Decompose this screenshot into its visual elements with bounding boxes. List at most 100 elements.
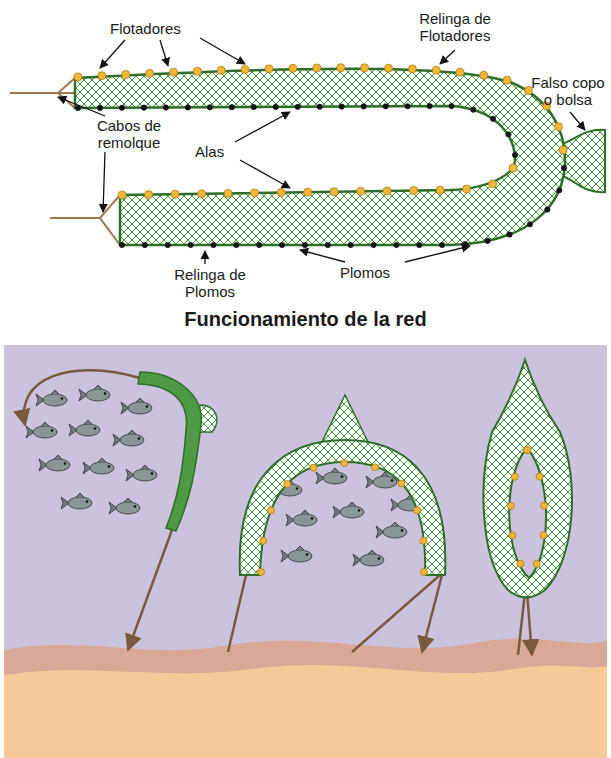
- float: [555, 123, 563, 131]
- float: [456, 68, 464, 76]
- lead-weight: [325, 242, 330, 247]
- float: [118, 191, 126, 199]
- lead-weight: [462, 242, 467, 247]
- tow-rope: [50, 195, 120, 245]
- lead-weight: [348, 242, 353, 247]
- lead-weight: [185, 105, 190, 110]
- tow-rope: [24, 370, 140, 425]
- float: [145, 191, 153, 199]
- float: [98, 72, 106, 80]
- float: [341, 460, 348, 467]
- float: [224, 189, 232, 197]
- part-label: Falso copo o bolsa: [529, 74, 607, 108]
- float: [524, 447, 531, 454]
- lead-weight: [273, 104, 278, 109]
- float: [337, 64, 345, 72]
- net: [138, 372, 201, 531]
- lead-weight: [440, 242, 445, 247]
- float: [258, 569, 265, 576]
- float: [384, 64, 392, 72]
- lead-weight: [141, 105, 146, 110]
- float: [509, 164, 517, 172]
- float: [511, 473, 518, 480]
- lead-weight: [339, 104, 344, 109]
- part-label: Alas: [195, 143, 240, 160]
- tow-rope: [518, 592, 532, 655]
- float: [171, 190, 179, 198]
- lead-weight: [163, 105, 168, 110]
- lead-weight: [557, 188, 562, 193]
- lead-weight: [561, 165, 566, 170]
- leader-line: [58, 38, 585, 264]
- net-bag: [320, 395, 370, 446]
- lead-weight: [317, 104, 322, 109]
- lead-weight: [490, 116, 495, 121]
- part-label: Relinga de Plomos: [160, 266, 260, 300]
- lead-weight: [449, 103, 454, 108]
- lead-weight: [257, 242, 262, 247]
- lead-weight: [229, 105, 234, 110]
- tow-rope: [128, 530, 172, 650]
- fish-school: [26, 385, 422, 566]
- float: [260, 537, 267, 544]
- float: [310, 464, 317, 471]
- float: [372, 464, 379, 471]
- tow-rope: [10, 92, 58, 94]
- lead-weight: [279, 242, 284, 247]
- net: [240, 440, 446, 575]
- float: [383, 187, 391, 195]
- float: [361, 64, 369, 72]
- part-label: Plomos: [340, 264, 420, 281]
- float: [421, 569, 428, 576]
- lead-weight: [295, 104, 300, 109]
- float: [193, 67, 201, 75]
- float: [169, 68, 177, 76]
- lead-weight: [405, 104, 410, 109]
- lead-weight: [427, 104, 432, 109]
- float: [414, 507, 421, 514]
- tow-rope: [228, 575, 442, 652]
- lead-weight: [207, 105, 212, 110]
- float: [524, 447, 531, 454]
- float: [503, 76, 511, 84]
- part-label: Relinga de Flotadores: [405, 10, 505, 44]
- float: [241, 66, 249, 74]
- water: [4, 345, 607, 758]
- lead-weight: [527, 222, 532, 227]
- lead-weight: [506, 132, 511, 137]
- float: [289, 64, 297, 72]
- lead-weight: [188, 242, 193, 247]
- float: [217, 66, 225, 74]
- lead-weight: [507, 232, 512, 237]
- float: [536, 473, 543, 480]
- net-wings: [75, 69, 565, 245]
- float: [559, 146, 567, 154]
- float: [517, 560, 524, 567]
- float: [540, 532, 547, 539]
- lead-weight: [361, 104, 366, 109]
- section-title: Funcionamiento de la red: [0, 308, 611, 331]
- float: [313, 64, 321, 72]
- float: [277, 189, 285, 197]
- lead-weight: [211, 242, 216, 247]
- lead-weight: [234, 242, 239, 247]
- float: [463, 185, 471, 193]
- float: [74, 73, 82, 81]
- lead-weight: [485, 238, 490, 243]
- lead-weight: [394, 242, 399, 247]
- float: [541, 502, 548, 509]
- lead-weight: [302, 242, 307, 247]
- float: [489, 180, 497, 188]
- float: [267, 507, 274, 514]
- seabed-band: [4, 639, 607, 758]
- float: [357, 187, 365, 195]
- lead-weight: [119, 105, 124, 110]
- float: [198, 190, 206, 198]
- part-label: Cabos de remolque: [84, 117, 174, 151]
- lead-weight: [545, 207, 550, 212]
- float: [398, 480, 405, 487]
- float: [146, 69, 154, 77]
- lead-weight: [142, 242, 147, 247]
